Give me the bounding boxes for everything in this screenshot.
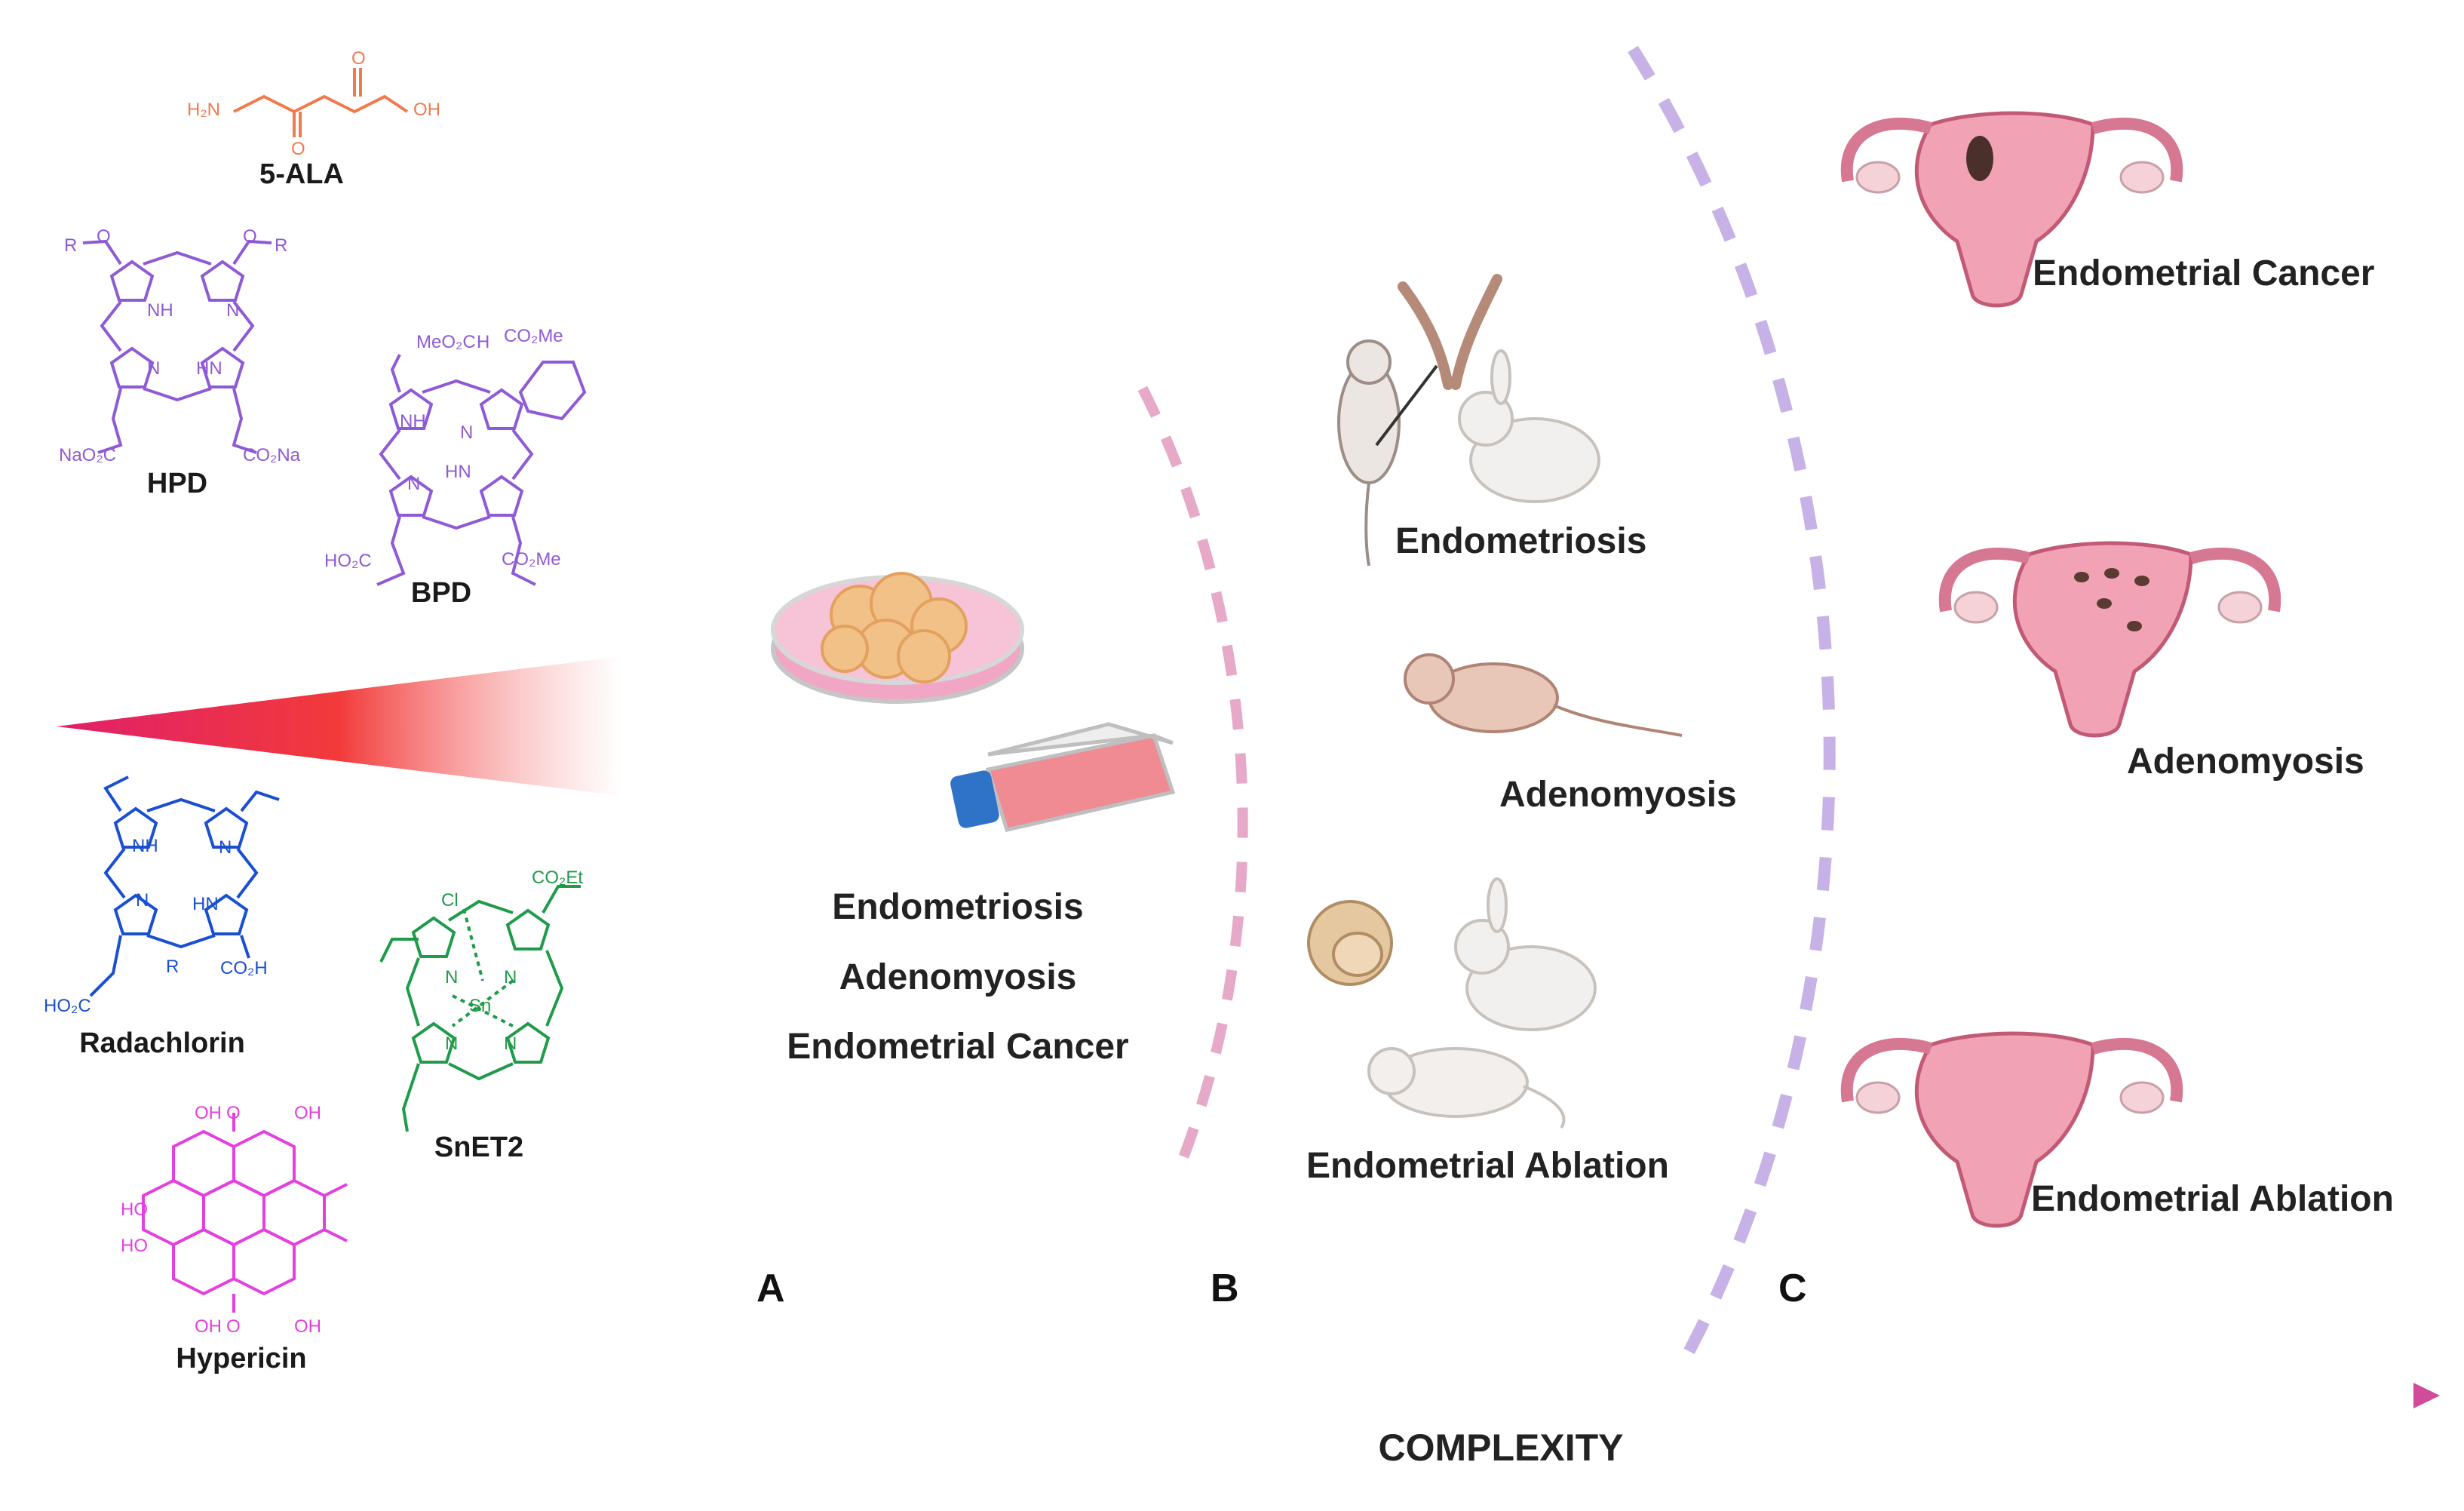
panel-a-label-3: Endometrial Cancer xyxy=(787,1027,1129,1067)
hypericin-o-top: O xyxy=(226,1103,241,1123)
bpd-ester2: CO₂Me xyxy=(504,326,563,346)
hpd-o1: O xyxy=(97,226,111,247)
radachlorin-hn: HN xyxy=(192,894,219,914)
hypericin-oh-bottom-right: OH xyxy=(294,1316,321,1337)
complexity-axis-label: COMPLEXITY xyxy=(1378,1427,1624,1469)
hpd-hn: HN xyxy=(196,358,222,379)
culture-flask xyxy=(950,722,1176,832)
ala-nh2: H₂N xyxy=(187,100,220,120)
divider-b xyxy=(1137,385,1248,1168)
radachlorin-n1: N xyxy=(136,890,149,911)
hypericin-o-bottom: O xyxy=(226,1316,241,1337)
ala-oh: OH xyxy=(413,100,440,120)
monkey-head xyxy=(1307,900,1393,986)
hypericin-oh-top-right: OH xyxy=(294,1103,321,1123)
hpd-structure xyxy=(82,239,272,454)
nude-mouse xyxy=(1404,653,1683,737)
hypericin-structure xyxy=(142,1113,348,1313)
hypericin-oh-bottom-left: OH xyxy=(195,1316,222,1337)
bpd-nh: NH xyxy=(400,411,426,431)
bpd-n1: N xyxy=(460,422,474,443)
ala-label: 5-ALA xyxy=(259,158,344,190)
radachlorin-acid2: HO₂C xyxy=(44,996,91,1016)
divider-c xyxy=(1628,45,1836,1361)
hypericin-oh-top-left: OH xyxy=(195,1103,222,1123)
bpd-n2: N xyxy=(407,474,421,494)
mouse-dorsal xyxy=(1337,339,1401,567)
bpd-acid: HO₂C xyxy=(324,551,372,571)
uterus-adenomyosis xyxy=(1938,541,2281,738)
panel-c-label-2: Adenomyosis xyxy=(2127,742,2364,782)
snet2-n2: N xyxy=(504,967,517,987)
hpd-label: HPD xyxy=(146,468,208,499)
hpd-r2: R xyxy=(275,235,288,256)
panel-a-label-1: Endometriosis xyxy=(832,887,1084,927)
panel-a-letter: A xyxy=(756,1267,785,1310)
panel-b-label-3: Endometrial Ablation xyxy=(1306,1146,1669,1186)
radachlorin-structure xyxy=(89,775,280,997)
ala-o-ketone: O xyxy=(291,139,305,159)
complexity-axis-arrowhead xyxy=(2413,1383,2440,1408)
bpd-h: H xyxy=(477,332,490,352)
hpd-o2: O xyxy=(243,226,257,247)
snet2-cl: Cl xyxy=(441,890,459,911)
bpd-structure xyxy=(376,354,587,586)
snet2-n3: N xyxy=(445,1033,459,1054)
panel-c-letter: C xyxy=(1778,1267,1807,1310)
panel-b-label-2: Adenomyosis xyxy=(1499,775,1737,815)
uterus-cancer xyxy=(1840,111,2183,308)
rabbit-bottom xyxy=(1454,877,1597,1031)
hpd-nh: NH xyxy=(147,300,173,321)
snet2-n4: N xyxy=(504,1033,517,1054)
petri-dish xyxy=(771,572,1024,704)
panel-b-letter: B xyxy=(1211,1267,1239,1310)
ala-o-acid: O xyxy=(351,48,366,69)
snet2-ester: CO₂Et xyxy=(532,868,583,888)
snet2-label: SnET2 xyxy=(434,1132,524,1163)
dissection-pointer xyxy=(1375,364,1438,447)
hypericin-ho-upper: HO xyxy=(121,1199,148,1220)
mouse-uterus-dissection xyxy=(1398,274,1502,390)
hypericin-label: Hypericin xyxy=(176,1343,307,1374)
ala-structure xyxy=(233,68,409,137)
white-rat xyxy=(1367,1047,1566,1129)
potency-gradient-wedge xyxy=(57,656,622,796)
snet2-sn: Sn xyxy=(469,996,492,1016)
radachlorin-acid1: CO₂H xyxy=(220,958,268,978)
panel-b-label-1: Endometriosis xyxy=(1395,521,1647,561)
panel-c-label-3: Endometrial Ablation xyxy=(2031,1179,2394,1219)
bpd-ester3: CO₂Me xyxy=(502,549,561,570)
uterus-ablation xyxy=(1840,1031,2183,1228)
radachlorin-n2: N xyxy=(219,837,232,858)
rabbit-top xyxy=(1458,349,1600,503)
hpd-ester2: CO₂Na xyxy=(243,445,300,465)
bpd-ester1: MeO₂C xyxy=(416,332,476,352)
panel-a-label-2: Adenomyosis xyxy=(839,957,1077,997)
hpd-ester1: NaO₂C xyxy=(59,445,116,465)
bpd-hn: HN xyxy=(445,462,471,482)
panel-c-label-1: Endometrial Cancer xyxy=(2033,253,2375,293)
radachlorin-r: R xyxy=(166,957,180,977)
bpd-label: BPD xyxy=(410,577,472,609)
snet2-n1: N xyxy=(445,967,459,987)
hypericin-ho-lower: HO xyxy=(121,1236,148,1256)
hpd-r1: R xyxy=(64,235,78,256)
snet2-structure xyxy=(379,885,581,1132)
hpd-n1: N xyxy=(226,300,240,321)
hpd-n2: N xyxy=(147,358,161,379)
radachlorin-nh: NH xyxy=(132,836,158,856)
radachlorin-label: Radachlorin xyxy=(79,1027,245,1059)
